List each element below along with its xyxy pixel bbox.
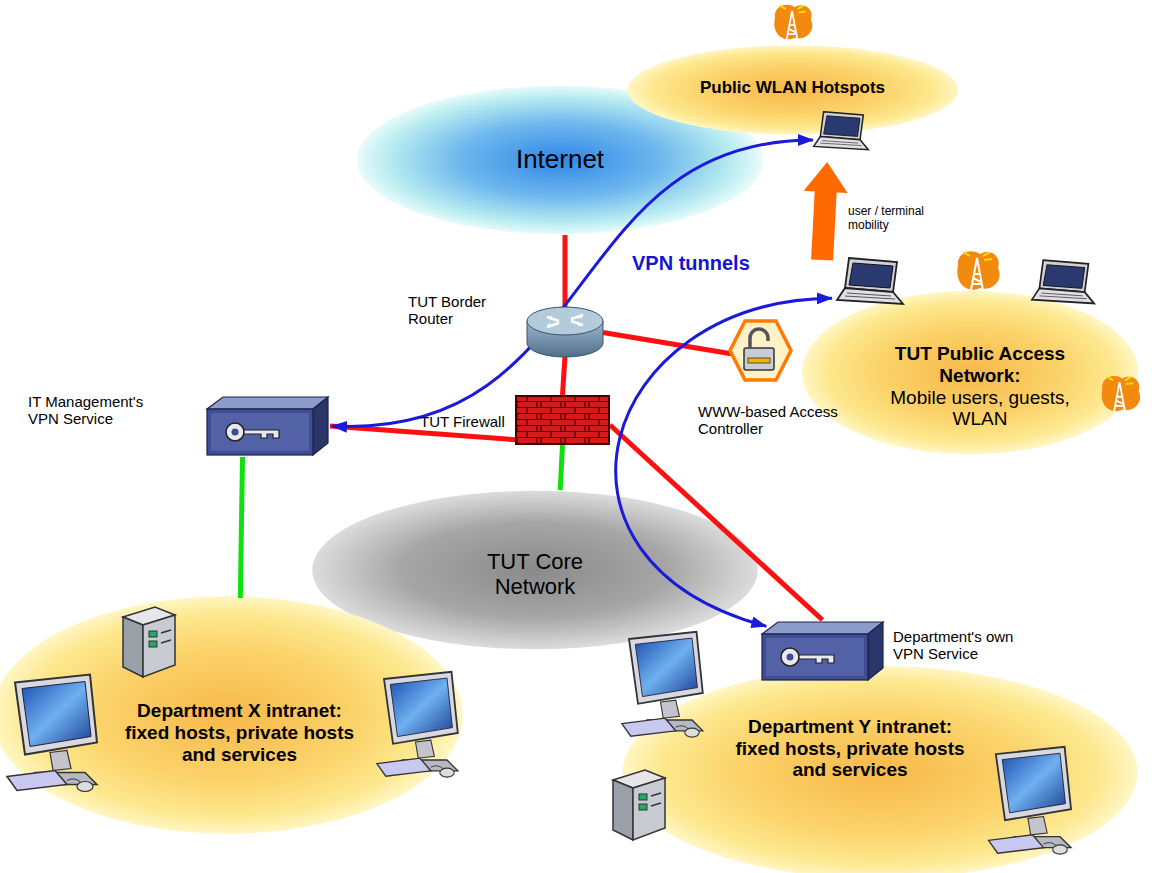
device-label: TUT Border Router bbox=[408, 293, 516, 328]
intranet-area: Department X intranet: fixed hosts, priv… bbox=[0, 595, 465, 835]
access-network-area: TUT Public Access Network:Mobile users, … bbox=[800, 290, 1140, 455]
router-icon: TUT Border Router bbox=[525, 305, 605, 360]
network-link bbox=[563, 356, 566, 395]
area-label: Public WLAN Hotspots bbox=[673, 78, 913, 98]
antenna-icon bbox=[774, 5, 812, 40]
antenna-icon bbox=[1102, 376, 1140, 411]
text-block: IT Management's VPN Service bbox=[28, 393, 168, 428]
text-block: TUT Firewall bbox=[420, 413, 512, 430]
cloud-label: TUT Core Network bbox=[465, 549, 605, 600]
network-link bbox=[560, 445, 562, 490]
area-label: Department X intranet: fixed hosts, priv… bbox=[115, 700, 365, 766]
access-controller-icon: WWW-based Access Controller bbox=[728, 318, 793, 383]
area-label: Department Y intranet: fixed hosts, priv… bbox=[725, 716, 975, 782]
vpn-gateway-icon bbox=[205, 395, 330, 457]
device-label: TUT Firewall bbox=[420, 413, 512, 430]
core-network-cloud: TUT Core Network bbox=[310, 490, 760, 650]
network-link bbox=[563, 235, 568, 307]
cloud-label: Internet bbox=[450, 145, 670, 175]
network-cloud: Internet bbox=[355, 85, 765, 235]
router-icon bbox=[525, 305, 605, 360]
vpn-gateway-icon: IT Management's VPN Service bbox=[205, 395, 330, 457]
text-block: TUT Public Access Network:Mobile users, … bbox=[810, 304, 1150, 469]
device-label: Department's own VPN Service bbox=[893, 628, 1043, 663]
vpn-gateway-icon: Department's own VPN Service bbox=[760, 620, 885, 682]
hotspot-area: Public WLAN Hotspots bbox=[626, 45, 960, 135]
text-block: TUT Core Network bbox=[310, 494, 760, 654]
firewall-icon: TUT Firewall bbox=[515, 395, 610, 445]
text-block: Department X intranet: fixed hosts, priv… bbox=[2, 613, 477, 853]
device-label: WWW-based Access Controller bbox=[698, 403, 843, 438]
text-block: TUT Border Router bbox=[408, 293, 516, 328]
network-link bbox=[603, 333, 731, 354]
antenna-icon bbox=[957, 251, 999, 290]
firewall-icon bbox=[515, 395, 610, 445]
device-label: IT Management's VPN Service bbox=[28, 393, 168, 428]
vpn-gateway-icon bbox=[760, 620, 885, 682]
annotation-label: user / terminal mobility bbox=[848, 205, 958, 233]
area-label: Mobile users, guests, WLAN bbox=[865, 387, 1095, 431]
text-block: WWW-based Access Controller bbox=[698, 403, 843, 438]
mobility-arrow bbox=[804, 162, 848, 261]
server-icon bbox=[613, 770, 665, 840]
network-link bbox=[240, 457, 242, 598]
annotation-label: VPN tunnels bbox=[632, 252, 782, 275]
server-icon bbox=[123, 607, 175, 677]
text-block: Department's own VPN Service bbox=[893, 628, 1043, 663]
computer-icon bbox=[622, 632, 703, 737]
laptop-icon bbox=[1032, 260, 1094, 303]
area-label: TUT Public Access Network: bbox=[865, 343, 1095, 387]
intranet-area: Department Y intranet: fixed hosts, priv… bbox=[620, 665, 1140, 873]
laptop-icon bbox=[837, 258, 903, 304]
text-block: Internet bbox=[355, 85, 765, 235]
access-controller-icon bbox=[728, 318, 793, 383]
text-block: Public WLAN Hotspots bbox=[626, 43, 960, 133]
